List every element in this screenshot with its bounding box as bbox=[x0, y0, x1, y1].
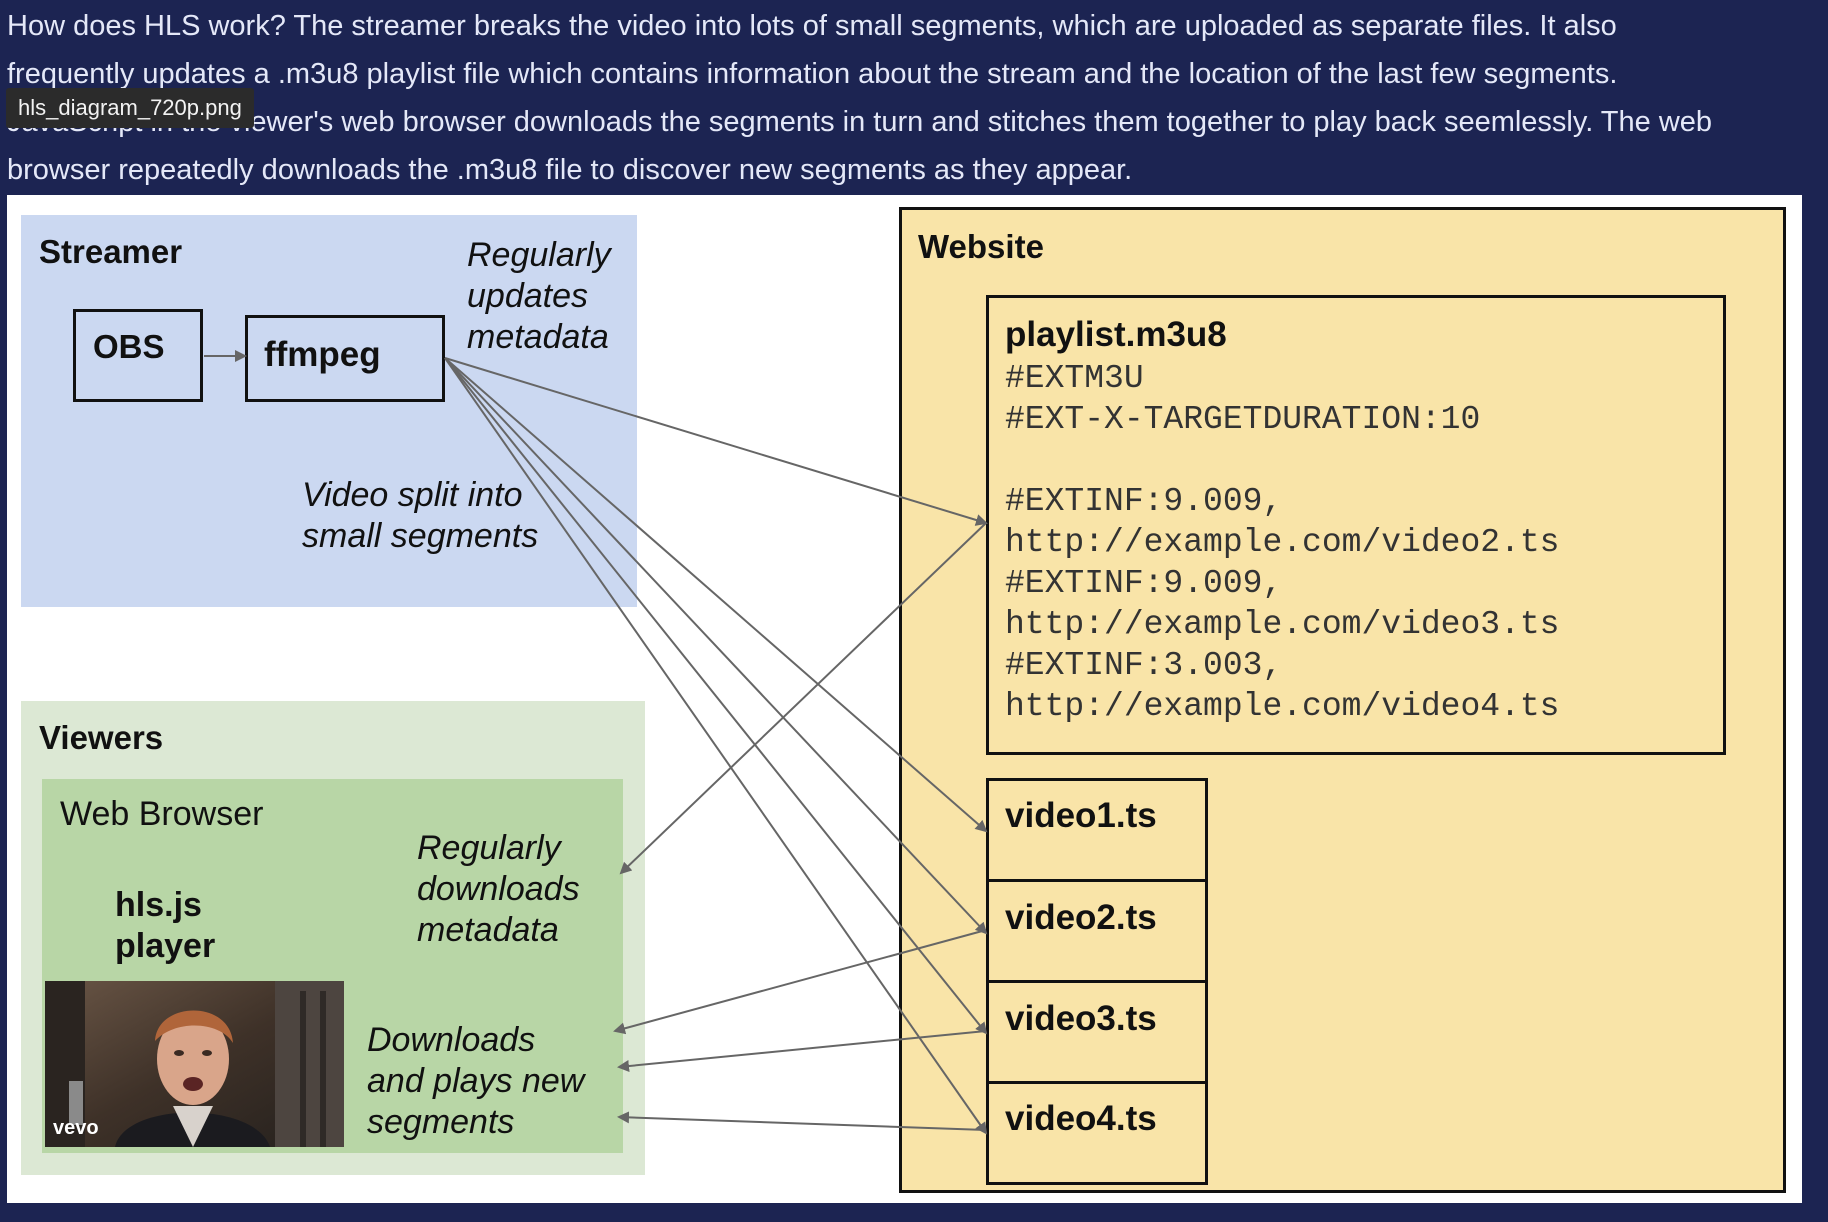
arrow-ffmpeg-to-playlist bbox=[444, 357, 988, 526]
note-plays-segments: Downloads and plays new segments bbox=[367, 1021, 585, 1141]
web-browser-label: Web Browser bbox=[60, 795, 264, 833]
segment-label-video1: video1.ts bbox=[1005, 796, 1157, 835]
note-downloads-metadata: Regularly downloads metadata bbox=[417, 829, 580, 949]
playlist-filename: playlist.m3u8 bbox=[1005, 315, 1227, 354]
thumbnail-picture bbox=[45, 981, 344, 1147]
hls-description: How does HLS work? The streamer breaks t… bbox=[7, 2, 1807, 194]
streamer-region bbox=[21, 215, 637, 607]
video-player-thumbnail: vevo bbox=[45, 981, 344, 1147]
hls-diagram-image: Streamer OBS ffmpeg Regularly updates me… bbox=[7, 195, 1802, 1203]
note-updates-metadata: Regularly updates metadata bbox=[467, 236, 611, 356]
note-video-split: Video split into small segments bbox=[302, 476, 539, 555]
segment-label-video2: video2.ts bbox=[1005, 898, 1157, 937]
description-line: JavaScript in the viewer's web browser d… bbox=[7, 106, 1713, 138]
description-line: How does HLS work? The streamer breaks t… bbox=[7, 10, 1617, 42]
arrow-video4-to-browser bbox=[617, 1111, 987, 1131]
obs-label: OBS bbox=[93, 328, 165, 365]
arrow-ffmpeg-to-video4 bbox=[444, 357, 988, 1135]
segment-label-video4: video4.ts bbox=[1005, 1099, 1157, 1138]
streamer-title: Streamer bbox=[39, 233, 183, 270]
arrow-video3-to-browser bbox=[617, 1030, 987, 1072]
diagram-arrows bbox=[204, 350, 988, 1135]
arrow-ffmpeg-to-video1 bbox=[444, 357, 988, 833]
hls-player-label: hls.js player bbox=[115, 886, 216, 965]
playlist-content: #EXTM3U #EXT-X-TARGETDURATION:10 #EXTINF… bbox=[1005, 360, 1560, 725]
description-line: browser repeatedly downloads the .m3u8 f… bbox=[7, 154, 1133, 186]
arrow-video2-to-browser bbox=[613, 929, 987, 1035]
website-title: Website bbox=[918, 228, 1044, 265]
image-filename-tooltip: hls_diagram_720p.png bbox=[6, 88, 254, 128]
obs-box bbox=[73, 309, 203, 402]
description-line: frequently updates a .m3u8 playlist file… bbox=[7, 58, 1618, 90]
website-region bbox=[899, 207, 1786, 1193]
viewers-title: Viewers bbox=[39, 719, 164, 756]
arrow-ffmpeg-to-video2 bbox=[444, 357, 988, 935]
segment-box-video4 bbox=[986, 1081, 1208, 1185]
arrow-playlist-to-browser bbox=[619, 522, 987, 875]
vevo-watermark: vevo bbox=[53, 1117, 99, 1139]
segment-label-video3: video3.ts bbox=[1005, 999, 1157, 1038]
arrow-ffmpeg-to-video3 bbox=[444, 357, 988, 1035]
ffmpeg-label: ffmpeg bbox=[264, 335, 381, 374]
